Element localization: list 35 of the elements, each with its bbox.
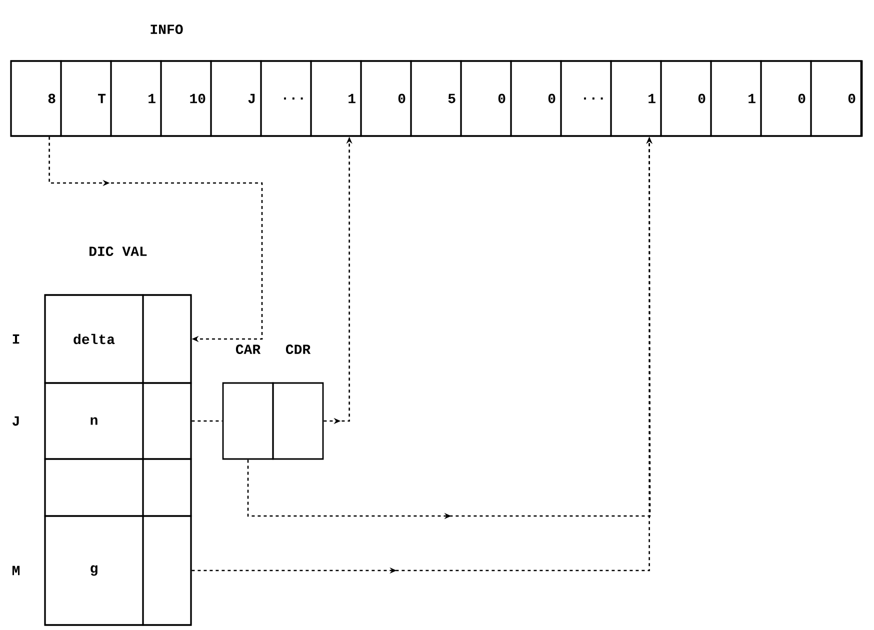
array-cell: ... bbox=[560, 60, 612, 137]
array-cell: 1 bbox=[610, 60, 662, 137]
array-cell: 0 bbox=[760, 60, 812, 137]
node-label: DIC VAL bbox=[90, 246, 147, 256]
table-cell bbox=[142, 382, 192, 460]
row-label: M bbox=[12, 566, 20, 576]
table-cell: n bbox=[44, 382, 144, 460]
arrow bbox=[48, 136, 263, 342]
array-cell: 0 bbox=[660, 60, 712, 137]
array-cell: 1 bbox=[710, 60, 762, 137]
table-cell: delta bbox=[44, 294, 144, 384]
array-cell: 1 bbox=[110, 60, 162, 137]
array-cell: 8 bbox=[10, 60, 62, 137]
node-label: CAR bbox=[236, 344, 261, 354]
list-cell: CDR bbox=[272, 344, 324, 460]
table-cell: g bbox=[44, 515, 144, 626]
node-label: CDR bbox=[286, 344, 311, 354]
node-label: INFO bbox=[150, 24, 183, 34]
array-cell: 0 bbox=[460, 60, 512, 137]
list-cell: CAR bbox=[222, 344, 274, 460]
array-cell: J bbox=[210, 60, 262, 137]
table-cell bbox=[142, 294, 192, 384]
array-cell: 1 bbox=[310, 60, 362, 137]
table-cell bbox=[44, 458, 144, 517]
table-cell bbox=[142, 458, 192, 517]
array-cell: 0 bbox=[510, 60, 562, 137]
array-cell: 5 bbox=[410, 60, 462, 137]
table-cell bbox=[142, 515, 192, 626]
array-cell: 0 bbox=[810, 60, 862, 137]
array-cell: 0 bbox=[360, 60, 412, 137]
array-cell: 10 bbox=[160, 60, 212, 137]
row-label: I bbox=[12, 334, 20, 344]
row-label: J bbox=[12, 416, 19, 426]
array-cell: T bbox=[60, 60, 112, 137]
array-cell: ... bbox=[260, 60, 312, 137]
